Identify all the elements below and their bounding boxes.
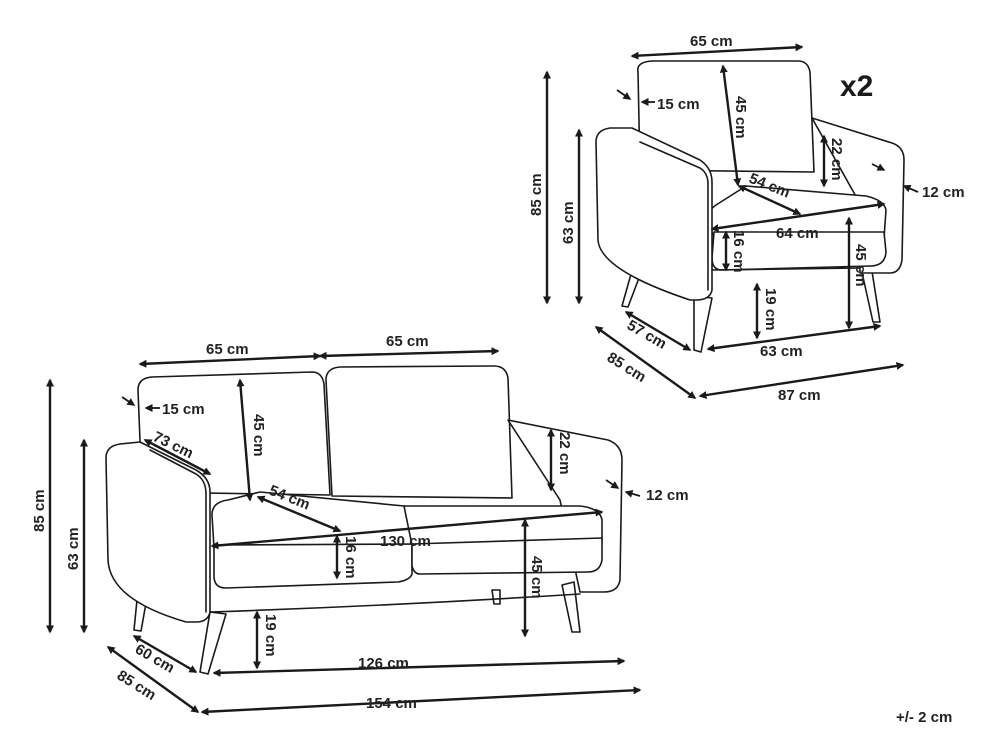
dim-line-sofa-arm-width-b	[624, 489, 641, 498]
dim-line-sofa-leg-width	[212, 657, 626, 677]
armchair-drawing	[595, 60, 905, 353]
label-armchair-arm-width: 12 cm	[922, 184, 965, 201]
label-armchair-leg-height: 19 cm	[762, 288, 779, 331]
dim-line-armchair-back-thickness-a	[616, 89, 632, 100]
label-sofa-total-height: 85 cm	[31, 489, 48, 532]
dim-line-armchair-leg-width	[706, 322, 882, 353]
label-sofa-back-width-right: 65 cm	[386, 333, 429, 350]
label-sofa-total-depth: 85 cm	[114, 667, 159, 704]
label-sofa-arm-height: 63 cm	[65, 527, 82, 570]
sofa-base-line	[209, 593, 581, 613]
sofa-seat-front-left	[213, 543, 413, 589]
sofa-leg-front-left	[199, 611, 227, 675]
dim-line-sofa-arm-width-a	[605, 479, 620, 489]
label-armchair-back-height: 45 cm	[732, 96, 749, 139]
dim-line-sofa-total-depth	[106, 646, 200, 713]
dim-line-sofa-arm-length	[143, 438, 212, 476]
label-sofa-back-height: 45 cm	[250, 414, 267, 457]
label-armchair-seat-thickness: 16 cm	[730, 230, 747, 273]
dim-line-armchair-seat-width	[710, 200, 886, 233]
dim-line-armchair-total-width	[698, 362, 905, 399]
dim-line-sofa-back-width-right	[318, 347, 500, 360]
label-armchair-back-width: 65 cm	[690, 33, 733, 50]
armchair-leg-front	[693, 295, 713, 353]
label-sofa-back-thickness: 15 cm	[162, 401, 205, 418]
armchair-dimensions: 65 cm 45 cm 15 cm 85 cm 63 cm 22 cm 12 c…	[528, 33, 965, 404]
dim-line-sofa-back-height	[236, 378, 254, 502]
dim-line-sofa-back-thickness-a	[121, 396, 136, 406]
dim-line-sofa-total-width	[200, 686, 642, 716]
label-sofa-seat-width: 130 cm	[380, 533, 431, 550]
dim-line-armchair-arm-width-a	[871, 163, 886, 171]
label-sofa-seat-thickness: 16 cm	[342, 536, 359, 579]
label-sofa-arm-above-seat: 22 cm	[556, 432, 573, 475]
sofa-seat-front-right	[411, 537, 603, 575]
sofa-leg-front-right	[561, 581, 581, 633]
tolerance-note: +/- 2 cm	[896, 709, 952, 726]
dim-line-armchair-arm-width-b	[902, 184, 919, 193]
label-armchair-leg-depth: 57 cm	[624, 317, 669, 353]
label-sofa-back-width-left: 65 cm	[206, 341, 249, 358]
dim-line-armchair-total-depth	[594, 326, 697, 399]
label-armchair-leg-width: 63 cm	[760, 343, 803, 360]
armchair-base-line	[711, 267, 861, 271]
label-armchair-total-width: 87 cm	[778, 387, 821, 404]
label-sofa-arm-width: 12 cm	[646, 487, 689, 504]
dim-line-sofa-back-width-left	[138, 352, 322, 368]
sofa-dimensions: 65 cm 65 cm 15 cm 73 cm 45 cm 85 cm 63 c…	[31, 333, 689, 716]
sofa-back-cushion-right	[325, 365, 513, 499]
label-armchair-total-depth: 85 cm	[604, 349, 649, 386]
sofa-left-arm	[105, 441, 211, 623]
label-armchair-seat-height: 45 cm	[852, 244, 869, 287]
label-sofa-total-width: 154 cm	[366, 695, 417, 712]
armchair-arm-inner-line	[639, 141, 709, 291]
dim-line-sofa-seat-width	[210, 508, 604, 550]
dim-line-armchair-back-height	[719, 64, 742, 187]
label-armchair-arm-height: 63 cm	[560, 201, 577, 244]
label-sofa-leg-height: 19 cm	[262, 614, 279, 657]
label-armchair-seat-width: 64 cm	[776, 225, 819, 242]
label-armchair-arm-above-seat: 22 cm	[828, 138, 845, 181]
sofa-leg-back-right	[491, 589, 501, 605]
label-sofa-seat-height: 45 cm	[528, 556, 545, 599]
armchair-left-arm	[595, 127, 713, 301]
quantity-badge: x2	[840, 70, 873, 103]
label-armchair-back-thickness: 15 cm	[657, 96, 700, 113]
dim-line-armchair-back-width	[630, 43, 804, 60]
label-armchair-total-height: 85 cm	[528, 173, 545, 216]
label-sofa-leg-depth: 60 cm	[132, 641, 177, 677]
label-sofa-leg-width: 126 cm	[358, 655, 409, 672]
